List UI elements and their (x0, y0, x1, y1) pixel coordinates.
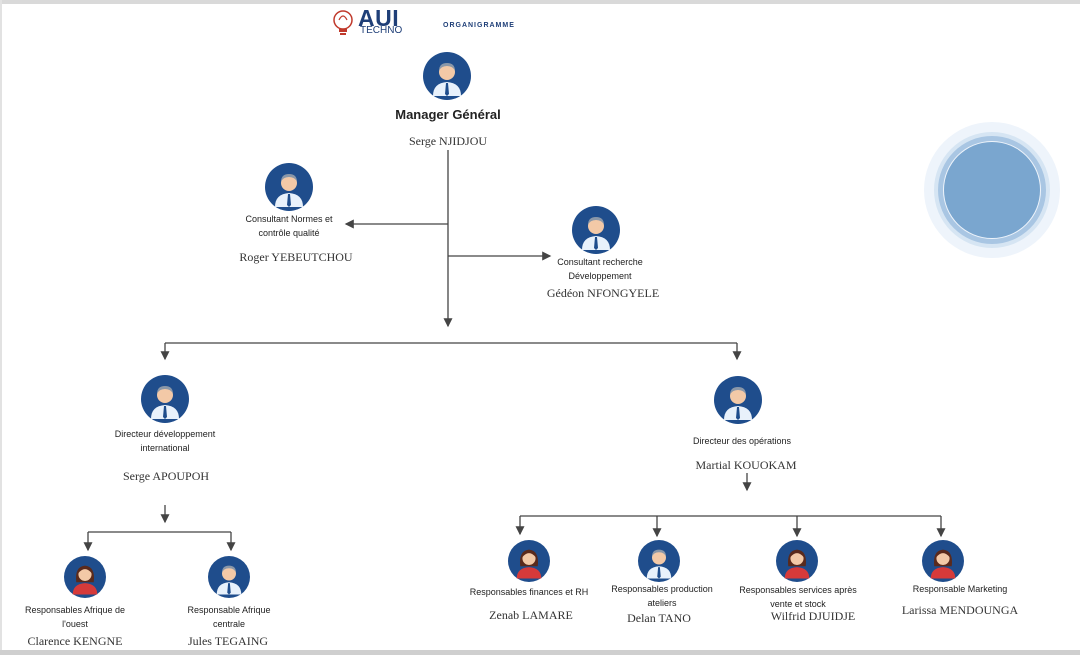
resp-ouest-role: Responsables Afrique de l'ouest (25, 603, 125, 631)
decorative-circle-icon (924, 122, 1060, 258)
resp-marketing-name: Larissa MENDOUNGA (901, 603, 1019, 617)
male-avatar-icon (423, 52, 471, 100)
resp-ouest-name: Clarence KENGNE (27, 634, 123, 648)
male-avatar-icon (714, 376, 762, 424)
resp-sav-name: Wilfrid DJUIDJE (770, 609, 856, 623)
consultant-normes-role: Consultant Normes et contrôle qualité (245, 212, 332, 240)
consultant-rd-name: Gédéon NFONGYELE (546, 286, 660, 300)
resp-marketing-role: Responsable Marketing (912, 584, 1008, 594)
resp-sav-role: Responsables services après vente et sto… (739, 583, 857, 611)
lightbulb-icon (333, 10, 353, 35)
role-line: Responsable Afrique (187, 605, 271, 615)
role-line: vente et stock (770, 599, 826, 609)
male-avatar-icon (572, 206, 620, 254)
dir-ops-name: Martial KOUOKAM (695, 458, 797, 472)
male-avatar-icon (638, 540, 680, 582)
role-line: Consultant recherche (557, 257, 643, 267)
window-left-border (0, 0, 2, 655)
resp-production-name: Delan TANO (627, 611, 691, 625)
dir-dev-role: Directeur développement international (115, 427, 216, 455)
role-line: centrale (212, 619, 246, 629)
logo-subtext: TECHNO (360, 25, 403, 36)
company-logo: AUI TECHNO (330, 5, 414, 48)
role-line: Responsables services après (739, 585, 857, 595)
role-line: Responsables production (611, 584, 713, 594)
role-line: l'ouest (62, 619, 88, 629)
role-line: Responsables Afrique de (24, 605, 126, 615)
role-line: Développement (568, 271, 632, 281)
manager-name: Serge NJIDJOU (408, 134, 488, 148)
role-line: contrôle qualité (258, 228, 320, 238)
consultant-normes-name: Roger YEBEUTCHOU (239, 250, 353, 264)
window-top-border (0, 0, 1080, 4)
dir-dev-name: Serge APOUPOH (122, 469, 210, 483)
document-title: ORGANIGRAMME (443, 22, 515, 29)
female-avatar-icon (922, 540, 964, 582)
male-avatar-icon (141, 375, 189, 423)
logo-wordmark: AUI (358, 5, 400, 31)
role-line: ateliers (647, 598, 677, 608)
dir-ops-role: Directeur des opérations (692, 436, 792, 446)
window-bottom-border (0, 650, 1080, 655)
resp-production-role: Responsables production ateliers (611, 582, 713, 610)
female-avatar-icon (508, 540, 550, 582)
role-line: Consultant Normes et (245, 214, 333, 224)
resp-finances-role: Responsables finances et RH (469, 587, 589, 597)
resp-centrale-role: Responsable Afrique centrale (187, 603, 270, 631)
role-line: Directeur développement (114, 429, 216, 439)
resp-finances-name: Zenab LAMARE (489, 608, 573, 622)
consultant-rd-role: Consultant recherche Développement (557, 255, 643, 283)
male-avatar-icon (208, 556, 250, 598)
female-avatar-icon (64, 556, 106, 598)
manager-role: Manager Général (395, 107, 501, 122)
resp-centrale-name: Jules TEGAING (187, 634, 269, 648)
role-line: international (140, 443, 190, 453)
male-avatar-icon (265, 163, 313, 211)
female-avatar-icon (776, 540, 818, 582)
